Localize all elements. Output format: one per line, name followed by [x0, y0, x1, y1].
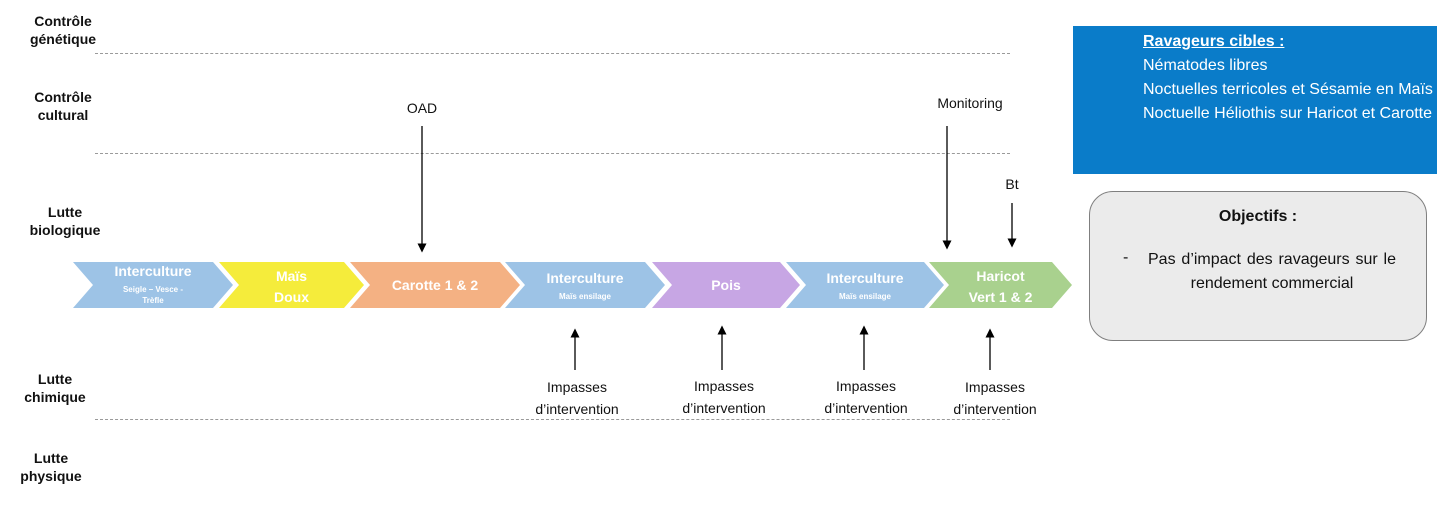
target-pests-box: Ravageurs cibles : Nématodes libres Noct… [1073, 26, 1437, 174]
objectives-bullet: - [1123, 249, 1129, 266]
target-pest-item: Nématodes libres [1143, 57, 1268, 74]
row-label-biologique: Lutte biologique [10, 203, 120, 239]
annotation-text: Monitoring [937, 95, 1003, 111]
annotation-text: Impasses [836, 378, 896, 394]
row-label-cultural: Contrôle cultural [8, 88, 118, 124]
chevron-subtitle: Maïs ensilage [559, 292, 612, 301]
chevron-title: Interculture [546, 270, 623, 286]
chevron-title: Haricot [976, 268, 1025, 284]
chevron-subtitle: Seigle – Vesce - [123, 285, 183, 294]
row-label-genetique: Contrôle génétique [8, 12, 118, 48]
impasses-label: Impasses d’intervention [806, 375, 926, 419]
target-pest-item: Noctuelles terricoles et Sésamie en Maïs [1143, 81, 1433, 98]
chevron-5 [786, 262, 944, 308]
target-pest-item: Noctuelle Héliothis sur Haricot et Carot… [1143, 105, 1433, 122]
chevron-title: Vert 1 & 2 [969, 289, 1033, 305]
chevron-6 [929, 262, 1072, 308]
chevron-0 [73, 262, 233, 308]
chevron-2 [350, 262, 520, 308]
target-pests-title: Ravageurs cibles : [1143, 33, 1285, 50]
objectives-title: Objectifs : [1218, 208, 1298, 225]
annotation-text: Impasses [694, 378, 754, 394]
row-label-line: cultural [37, 107, 89, 123]
oad-label: OAD [392, 97, 452, 119]
impasses-label: Impasses d’intervention [935, 376, 1055, 420]
impasses-label: Impasses d’intervention [664, 375, 784, 419]
row-label-line: physique [20, 468, 82, 484]
row-label-line: biologique [29, 222, 101, 238]
annotation-text: Impasses [965, 379, 1025, 395]
annotation-text: d’intervention [953, 401, 1037, 417]
row-label-physique: Lutte physique [0, 449, 106, 485]
annotation-text: OAD [406, 100, 438, 116]
annotation-text: d’intervention [824, 400, 908, 416]
objectives-box: Objectifs : - Pas d’impact des ravageurs… [1089, 191, 1427, 341]
chevron-subtitle: Maïs ensilage [839, 292, 892, 301]
chevron-title: Interculture [114, 263, 191, 279]
row-label-line: Lutte [33, 450, 69, 466]
chevron-title: Maïs [276, 268, 307, 284]
annotation-text: Impasses [547, 379, 607, 395]
row-label-line: génétique [29, 31, 97, 47]
chevron-title: Interculture [826, 270, 903, 286]
row-label-line: Lutte [37, 371, 73, 387]
monitoring-label: Monitoring [920, 92, 1020, 114]
divider-line [95, 419, 1010, 420]
impasses-label: Impasses d’intervention [517, 376, 637, 420]
row-label-line: Lutte [47, 204, 83, 220]
row-label-line: chimique [24, 389, 86, 405]
annotation-text: d’intervention [535, 401, 619, 417]
row-label-chimique: Lutte chimique [0, 370, 110, 406]
chevron-4 [652, 262, 800, 308]
divider-line [95, 153, 1010, 154]
chevron-title: Carotte 1 & 2 [392, 277, 479, 293]
annotation-text: d’intervention [682, 400, 766, 416]
annotation-text: Bt [1005, 176, 1019, 192]
objectives-text: Pas d’impact des ravageurs sur le rendem… [1148, 251, 1396, 292]
row-label-line: Contrôle [34, 89, 92, 105]
chevron-1 [219, 262, 364, 308]
divider-line [95, 53, 1010, 54]
bt-label: Bt [997, 173, 1027, 195]
chevron-subtitle: Trèfle [142, 296, 164, 305]
row-label-line: Contrôle [34, 13, 92, 29]
chevron-3 [505, 262, 665, 308]
chevron-title: Pois [711, 277, 741, 293]
chevron-title: Doux [274, 289, 309, 305]
